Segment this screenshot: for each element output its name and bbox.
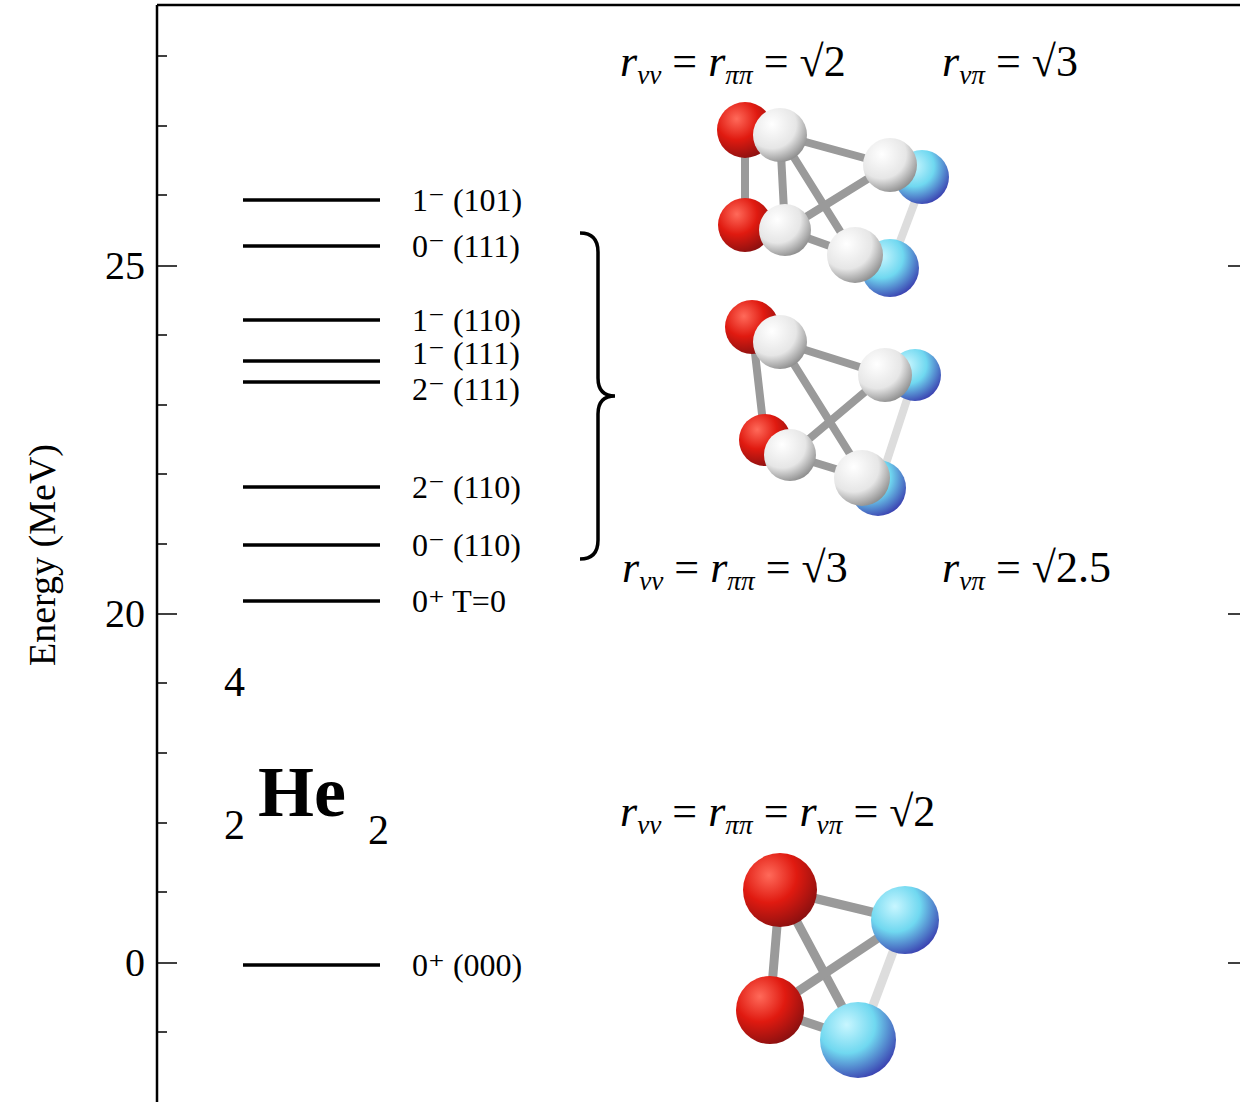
plot-frame [157,5,1240,1102]
level-label: 2⁻ (111) [412,373,520,405]
distance-formula: rνν = rππ = rνπ = √2 [620,790,935,834]
molecule-top [717,102,949,297]
level-label: 0⁺ T=0 [412,585,506,617]
level-label: 0⁻ (111) [412,230,520,262]
distance-formula: rνπ = √2.5 [942,546,1111,590]
axis-tick [1228,962,1240,964]
axis-tick [157,404,167,406]
level-label: 4 [224,661,245,703]
axis-tick [157,125,167,127]
axis-tick [157,613,177,615]
distance-formula: He [258,756,346,828]
molecule-bottom [736,853,939,1078]
axis-ticks [157,56,1240,1032]
level-label: 1⁻ (110) [412,304,521,336]
axis-tick [157,543,167,545]
level-label: 1⁻ (101) [412,184,522,216]
axis-tick [157,265,177,267]
energy-levels [243,200,380,965]
axis-tick [157,194,167,196]
level-label: 2 [224,804,245,846]
axis-tick [157,473,167,475]
level-label: 0 [125,943,145,983]
axis-tick [157,682,167,684]
distance-formula: rνπ = √3 [942,40,1078,84]
distance-formula: rνν = rππ = √2 [620,40,846,84]
molecule-middle [725,300,941,516]
level-label: 1⁻ (111) [412,337,520,369]
axis-tick [157,962,177,964]
level-label: 2 [368,809,389,851]
axis-tick [157,334,167,336]
level-label: 20 [105,594,145,634]
axis-title: Energy (MeV) [23,444,61,666]
axis-tick [1228,265,1240,267]
level-label: 2⁻ (110) [412,471,521,503]
curly-bracket [580,233,615,559]
level-label: 0⁺ (000) [412,949,522,981]
distance-formula: rνν = rππ = √3 [622,546,848,590]
axis-tick [157,1031,167,1033]
axis-tick [1228,613,1240,615]
axis-tick [157,822,167,824]
axis-tick [157,55,167,57]
axis-tick [157,891,167,893]
axis-tick [157,752,167,754]
level-label: 0⁻ (110) [412,529,521,561]
level-label: 25 [105,246,145,286]
